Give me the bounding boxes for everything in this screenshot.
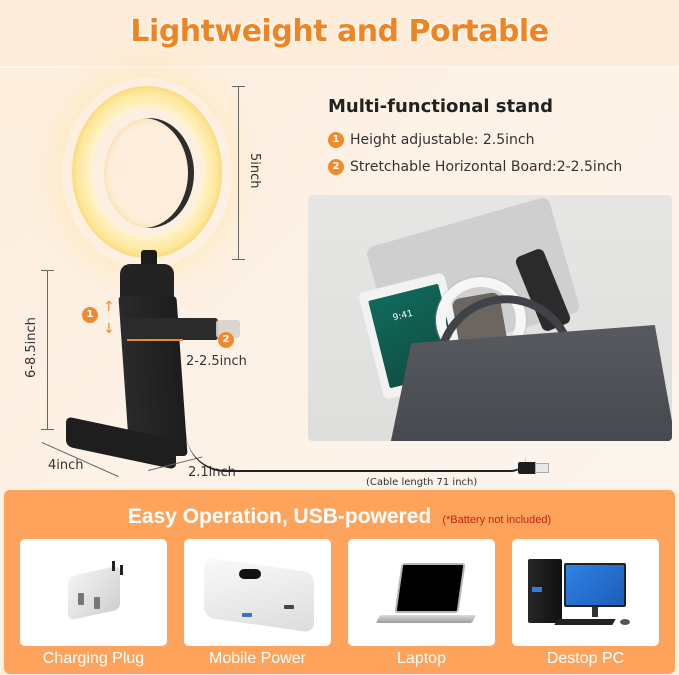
height-adjust-arrow-icon: ↑ ↓ (103, 299, 115, 340)
device-card-desktop-pc (512, 539, 659, 646)
board-extension-line (127, 339, 183, 341)
power-section-heading: Easy Operation, USB-powered (*Battery no… (0, 505, 679, 529)
stand-features-title: Multi-functional stand (328, 96, 553, 117)
header-band (0, 0, 679, 66)
header-divider (0, 66, 679, 68)
marker-badge-2: 2 (218, 332, 234, 348)
measure-cap (41, 270, 54, 271)
board-extension-label: 2-2.5inch (186, 354, 247, 369)
device-card-charging-plug (20, 539, 167, 646)
ring-light-center (104, 118, 194, 228)
feature-item-board: 2 Stretchable Horizontal Board:2-2.5inch (328, 159, 622, 175)
feature-text: Height adjustable: 2.5inch (350, 132, 535, 148)
device-label: Laptop (397, 650, 446, 667)
device-label: Charging Plug (42, 650, 145, 667)
number-badge: 1 (328, 132, 344, 148)
marker-badge-1: 1 (82, 307, 98, 323)
stand-height-measure-line (47, 270, 48, 430)
feature-item-height: 1 Height adjustable: 2.5inch (328, 132, 534, 148)
bag-photo: 9:41 (308, 195, 672, 441)
measure-cap (41, 429, 54, 430)
battery-note: (*Battery not included) (442, 514, 552, 526)
arrow-up-icon: ↑ (103, 299, 115, 315)
tablet-time: 9:41 (391, 308, 414, 324)
usb-cable (186, 432, 526, 472)
page-title: Lightweight and Portable (130, 14, 549, 49)
power-section-title: Easy Operation, USB-powered (127, 505, 432, 528)
photo-bag (388, 325, 672, 441)
usb-plug-icon (518, 462, 536, 474)
device-card-mobile-power (184, 539, 331, 646)
usb-connector-icon (535, 463, 549, 473)
stand-height-label: 6-8.5inch (24, 317, 39, 378)
base-length-label: 4inch (48, 458, 84, 473)
feature-text: Stretchable Horizontal Board:2-2.5inch (350, 159, 623, 175)
device-label: Destop PC (546, 650, 625, 667)
measure-cap (232, 259, 245, 260)
ring-height-measure-line (238, 86, 239, 260)
measure-cap (232, 86, 245, 87)
arrow-down-icon: ↓ (103, 321, 115, 337)
device-card-laptop (348, 539, 495, 646)
device-label: Mobile Power (209, 650, 306, 667)
ring-height-label: 5inch (247, 153, 262, 189)
cable-length-label: (Cable length 71 inch) (366, 477, 478, 488)
number-badge: 2 (328, 159, 344, 175)
stand-horizontal-board (122, 318, 218, 340)
